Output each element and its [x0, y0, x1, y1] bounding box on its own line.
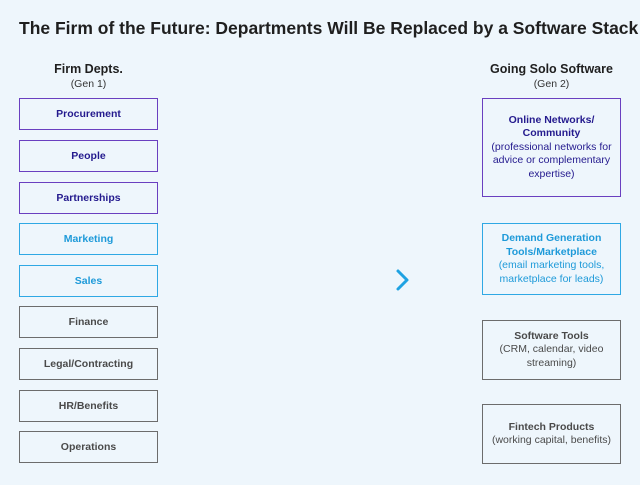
dept-label: Procurement	[56, 108, 121, 120]
dept-label: Sales	[74, 275, 103, 287]
right-column-subheading: (Gen 2)	[533, 78, 570, 90]
dept-label: HR/Benefits	[58, 400, 119, 412]
left-column-subheading: (Gen 1)	[70, 78, 107, 90]
software-title: Fintech Products	[508, 420, 595, 433]
left-column-heading: Firm Depts.	[54, 62, 123, 76]
software-detail: (email marketing tools, marketplace for …	[498, 259, 605, 285]
dept-box-marketing: Marketing	[19, 223, 158, 255]
dept-box-hr-benefits: HR/Benefits	[19, 390, 158, 422]
right-column-heading: Going Solo Software	[490, 62, 613, 76]
right-column-header: Going Solo Software (Gen 2)	[482, 62, 621, 91]
dept-label: Finance	[68, 316, 109, 328]
software-detail: (CRM, calendar, video streaming)	[499, 343, 604, 369]
dept-box-sales: Sales	[19, 265, 158, 297]
dept-label: Marketing	[63, 233, 114, 245]
software-detail: (working capital, benefits)	[491, 434, 612, 446]
arrow-right-icon	[222, 269, 409, 291]
dept-box-people: People	[19, 140, 158, 172]
software-box-fintech-products: Fintech Products (working capital, benef…	[482, 404, 621, 464]
dept-label: Operations	[60, 441, 117, 453]
software-detail: (professional networks for advice or com…	[491, 140, 612, 180]
software-box-online-networks: Online Networks/ Community (professional…	[482, 98, 621, 197]
software-title: Online Networks/ Community	[508, 113, 595, 140]
dept-label: People	[71, 150, 106, 162]
dept-box-partnerships: Partnerships	[19, 182, 158, 214]
software-title: Demand Generation Tools/Marketplace	[501, 232, 602, 258]
dept-box-procurement: Procurement	[19, 98, 158, 130]
arrow-head	[396, 269, 409, 291]
software-box-demand-generation: Demand Generation Tools/Marketplace (ema…	[482, 223, 621, 295]
dept-box-operations: Operations	[19, 431, 158, 463]
page-title: The Firm of the Future: Departments Will…	[19, 18, 639, 38]
dept-box-finance: Finance	[19, 306, 158, 338]
dept-label: Legal/Contracting	[43, 358, 134, 370]
dept-label: Partnerships	[56, 192, 121, 204]
software-box-software-tools: Software Tools (CRM, calendar, video str…	[482, 320, 621, 380]
left-column-header: Firm Depts. (Gen 1)	[19, 62, 158, 91]
dept-box-legal-contracting: Legal/Contracting	[19, 348, 158, 380]
software-title: Software Tools	[514, 329, 589, 342]
